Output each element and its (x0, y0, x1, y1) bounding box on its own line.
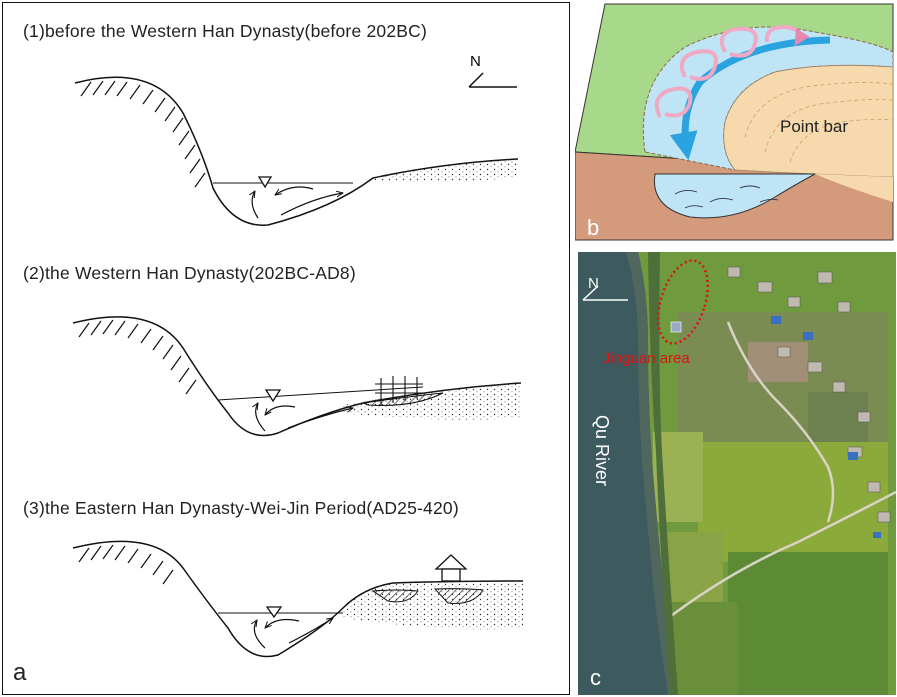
north-label-a: N (470, 53, 481, 70)
north-arrow-icon-c (582, 285, 628, 301)
site-marker-icon (670, 321, 682, 333)
bank-hatching-1 (80, 80, 206, 188)
meander-block-diagram: Point bar b (575, 3, 894, 241)
spiral-flow-icon (654, 24, 810, 118)
stage-3-label: (3)the Eastern Han Dynasty-Wei-Jin Perio… (23, 498, 459, 518)
north-arrow-icon (468, 72, 517, 88)
panel-c-aerial-photo: N Jinguan area Qu River c (578, 252, 896, 695)
aerial-photo: N Jinguan area Qu River c (578, 252, 896, 695)
building-grid (375, 376, 423, 405)
qu-river-label: Qu River (592, 415, 612, 486)
water-level-icon-3 (265, 606, 283, 619)
point-bar-label: Point bar (780, 117, 848, 136)
panel-b-meander-block: Point bar b (575, 2, 895, 242)
bank-hatching-2 (78, 319, 197, 395)
panel-a-cross-sections: (1)before the Western Han Dynasty(before… (2, 2, 570, 695)
north-label-c: N (588, 275, 599, 292)
roads (662, 321, 896, 623)
panel-b-letter: b (587, 215, 599, 240)
stage-1-label: (1)before the Western Han Dynasty(before… (23, 21, 427, 41)
section-3 (72, 540, 524, 658)
cross-section-drawings (72, 72, 524, 658)
bank-hatching-3 (78, 544, 174, 585)
water-level-icon-2 (264, 389, 282, 403)
water-level-icon (257, 176, 273, 189)
panel-c-letter: c (590, 665, 601, 690)
panel-a-letter: a (13, 659, 27, 686)
house-icon (434, 554, 468, 582)
section-1 (74, 76, 519, 226)
section-2 (72, 316, 522, 437)
stage-2-label: (2)the Western Han Dynasty(202BC-AD8) (23, 263, 356, 283)
blue-roofs (771, 316, 881, 538)
jinguan-area-label: Jinguan area (603, 350, 690, 367)
jinguan-area-outline (656, 259, 710, 345)
field-patches (653, 312, 888, 695)
